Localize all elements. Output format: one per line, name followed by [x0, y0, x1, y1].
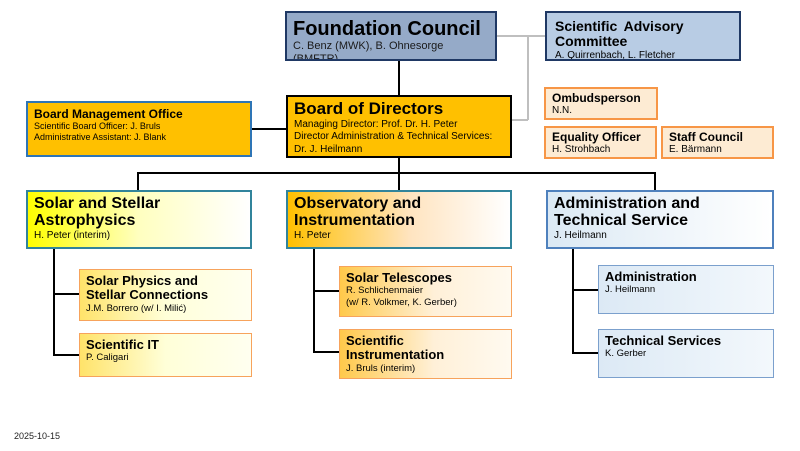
- bod-line-2: Director Administration & Technical Serv…: [294, 131, 493, 143]
- department-administration-technical-service: Administration and Technical Service J. …: [546, 190, 774, 249]
- connector-bod-departments-trunk: [398, 158, 400, 190]
- connector-obs-st: [313, 290, 339, 292]
- staff-council-name: E. Bärmann: [669, 144, 722, 156]
- connector-admin-adm: [572, 289, 598, 291]
- dept-head: H. Peter: [294, 229, 331, 241]
- group-title: Solar Telescopes: [346, 270, 452, 285]
- group-title-line-1: Solar Physics and: [86, 273, 198, 288]
- dept-head: J. Heilmann: [554, 229, 607, 241]
- connector-departments-bus: [137, 172, 655, 174]
- dept-title-line-1: Observatory and: [294, 195, 422, 212]
- group-title-line-1: Scientific: [346, 333, 404, 348]
- group-scientific-instrumentation: Scientific Instrumentation J. Bruls (int…: [339, 329, 512, 379]
- equality-officer-name: H. Strohbach: [552, 144, 611, 156]
- connector-solar-sit: [53, 354, 79, 356]
- connector-obs-si: [313, 351, 339, 353]
- connector-bod-bmo: [252, 128, 286, 130]
- group-title-line-2: Instrumentation: [346, 347, 445, 363]
- connector-solar-trunk: [53, 249, 55, 355]
- department-observatory-instrumentation: Observatory and Instrumentation H. Peter: [286, 190, 512, 249]
- connector-bod-sac-vertical: [527, 35, 529, 120]
- group-title: Scientific IT: [86, 337, 159, 352]
- staff-council-title: Staff Council: [669, 130, 743, 144]
- foundation-council-members: C. Benz (MWK), B. Ohnesorge (BMFTR): [293, 40, 444, 61]
- date-stamp: 2025-10-15: [14, 431, 61, 441]
- group-technical-services: Technical Services K. Gerber: [598, 329, 774, 378]
- board-management-office-box: Board Management Office Scientific Board…: [26, 101, 252, 157]
- group-title-line-2: Stellar Connections: [86, 287, 209, 303]
- group-head: J. Bruls (interim): [346, 362, 416, 374]
- bmo-line-1: Scientific Board Officer: J. Bruls: [34, 121, 161, 132]
- bmo-title: Board Management Office: [34, 107, 183, 121]
- group-head: K. Gerber: [605, 348, 647, 360]
- foundation-council-box: Foundation Council C. Benz (MWK), B. Ohn…: [285, 11, 497, 61]
- equality-officer-title: Equality Officer: [552, 130, 641, 144]
- bod-line-3: Dr. J. Heilmann: [294, 143, 363, 155]
- foundation-council-title: Foundation Council: [293, 18, 481, 40]
- bod-title: Board of Directors: [294, 99, 444, 118]
- group-head: P. Caligari: [86, 352, 129, 364]
- connector-admin-ts: [572, 352, 598, 354]
- connector-council-sac: [497, 35, 545, 37]
- department-solar-stellar-astrophysics: Solar and Stellar Astrophysics H. Peter …: [26, 190, 252, 249]
- staff-council-box: Staff Council E. Bärmann: [661, 126, 774, 159]
- connector-dept-solar: [137, 172, 139, 190]
- scientific-advisory-committee-box: Scientific Advisory Committee A. Quirren…: [545, 11, 741, 61]
- group-solar-telescopes: Solar Telescopes R. Schlichenmaier (w/ R…: [339, 266, 512, 317]
- ombudsperson-title: Ombudsperson: [552, 91, 641, 105]
- dept-title-line-1: Solar and Stellar: [34, 195, 161, 212]
- dept-head: H. Peter (interim): [34, 229, 111, 241]
- sac-title: Scientific Advisory Committee: [555, 18, 684, 50]
- ombudsperson-name: N.N.: [552, 105, 572, 117]
- dept-title-line-2: Instrumentation: [294, 211, 415, 229]
- dept-title-line-1: Administration and: [554, 195, 700, 212]
- group-title: Administration: [605, 269, 697, 284]
- connector-admin-trunk: [572, 249, 574, 353]
- connector-obs-trunk: [313, 249, 315, 352]
- connector-dept-admin: [654, 172, 656, 190]
- equality-officer-box: Equality Officer H. Strohbach: [544, 126, 657, 159]
- group-scientific-it: Scientific IT P. Caligari: [79, 333, 252, 377]
- dept-title-line-2: Technical Service: [554, 211, 688, 229]
- group-head-note: (w/ R. Volkmer, K. Gerber): [346, 296, 457, 308]
- group-head: J. Heilmann: [605, 284, 656, 296]
- group-head: R. Schlichenmaier: [346, 285, 424, 297]
- dept-title-line-2: Astrophysics: [34, 211, 136, 229]
- connector-solar-spsc: [53, 293, 79, 295]
- group-title: Technical Services: [605, 333, 722, 348]
- group-solar-physics-stellar-connections: Solar Physics and Stellar Connections J.…: [79, 269, 252, 321]
- group-head: J.M. Borrero (w/ I. Milić): [86, 302, 187, 314]
- sac-members: A. Quirrenbach, L. Fletcher: [555, 49, 676, 61]
- bmo-line-2: Administrative Assistant: J. Blank: [34, 131, 167, 142]
- group-administration: Administration J. Heilmann: [598, 265, 774, 314]
- bod-line-1: Managing Director: Prof. Dr. H. Peter: [294, 118, 458, 130]
- ombudsperson-box: Ombudsperson N.N.: [544, 87, 658, 120]
- connector-council-bod: [398, 61, 400, 95]
- board-of-directors-box: Board of Directors Managing Director: Pr…: [286, 95, 512, 158]
- connector-bod-sac: [512, 119, 528, 121]
